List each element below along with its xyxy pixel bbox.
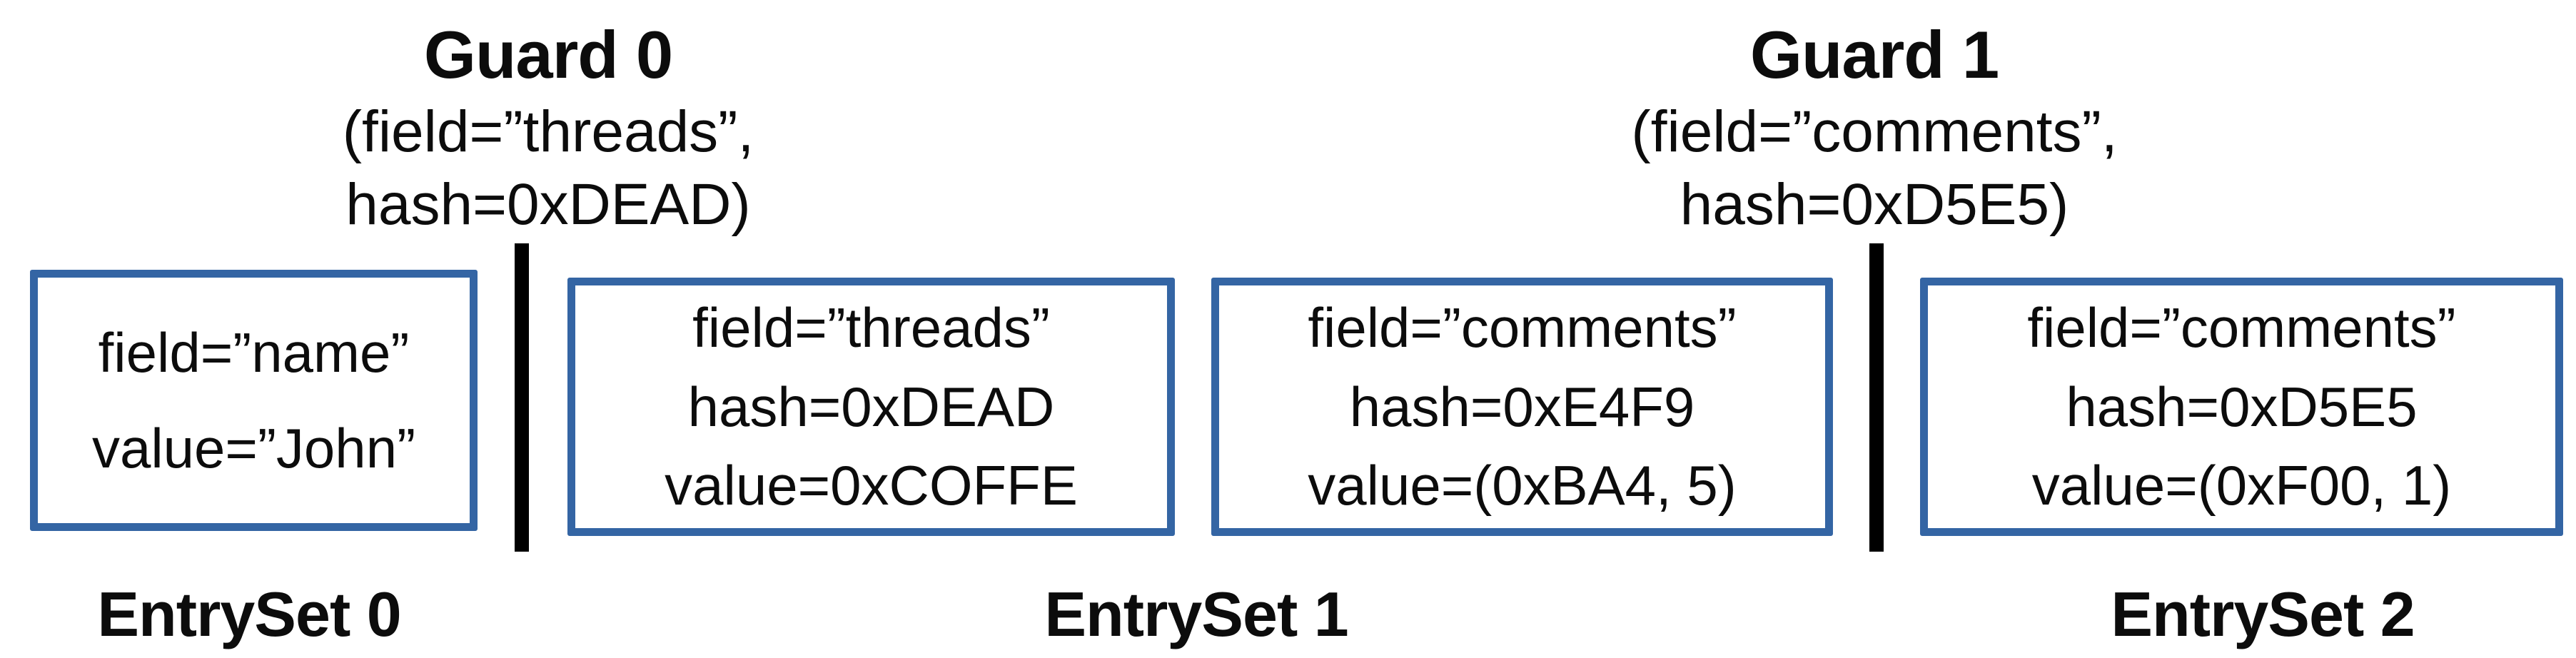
entry-box-entryset1-threads: field=”threads” hash=0xDEAD value=0xCOFF… bbox=[567, 278, 1175, 536]
entry-value-line: value=(0xBA4, 5) bbox=[1308, 454, 1737, 517]
entry-box-entryset2-comments: field=”comments” hash=0xD5E5 value=(0xF0… bbox=[1920, 278, 2563, 536]
entry-value-line: value=(0xF00, 1) bbox=[2031, 454, 2452, 517]
guard-0-params-line1: (field=”threads”, bbox=[342, 99, 754, 164]
entry-box-entryset0: field=”name” value=”John” bbox=[30, 270, 478, 531]
guard-1-bar bbox=[1869, 243, 1884, 552]
entry-value-line: value=”John” bbox=[91, 417, 416, 480]
guard-1-params-line1: (field=”comments”, bbox=[1631, 99, 2118, 164]
entry-hash-line: hash=0xDEAD bbox=[687, 375, 1055, 438]
entry-value-line: value=0xCOFFE bbox=[665, 454, 1078, 517]
entryset-0-label: EntrySet 0 bbox=[97, 579, 401, 649]
guard-0-bar bbox=[515, 243, 529, 552]
entry-field-line: field=”comments” bbox=[2027, 295, 2456, 359]
guard-1-title: Guard 1 bbox=[1749, 17, 1999, 92]
guard-0-params-line2: hash=0xDEAD) bbox=[345, 172, 751, 237]
guard-1-params-line2: hash=0xD5E5) bbox=[1680, 172, 2069, 237]
entry-hash-line: hash=0xD5E5 bbox=[2066, 375, 2418, 438]
guard-0-title: Guard 0 bbox=[423, 17, 673, 92]
entry-box-entryset1-comments: field=”comments” hash=0xE4F9 value=(0xBA… bbox=[1211, 278, 1833, 536]
guard-0-label: Guard 0 (field=”threads”, hash=0xDEAD) bbox=[343, 14, 754, 241]
entry-field-line: field=”threads” bbox=[692, 295, 1050, 359]
entryset-2-label: EntrySet 2 bbox=[2111, 579, 2415, 649]
entry-field-line: field=”comments” bbox=[1308, 295, 1737, 359]
guard-1-label: Guard 1 (field=”comments”, hash=0xD5E5) bbox=[1631, 14, 2117, 241]
entry-hash-line: hash=0xE4F9 bbox=[1349, 375, 1695, 438]
entry-field-line: field=”name” bbox=[98, 320, 410, 384]
entryset-1-label: EntrySet 1 bbox=[1044, 579, 1348, 649]
